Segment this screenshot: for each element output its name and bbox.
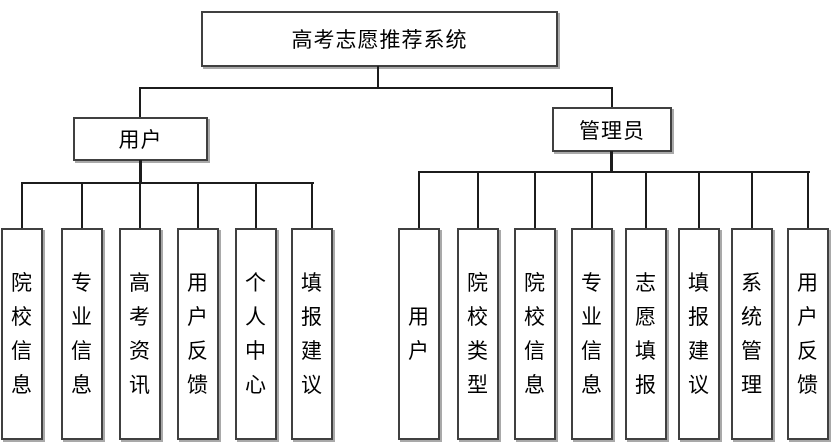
node-leaf-user-6-label: 填报建议 (301, 271, 323, 397)
connector-admin-stub-1 (418, 171, 420, 229)
connector-to-user (139, 87, 141, 118)
node-leaf-admin-5: 志愿填报 (625, 228, 667, 440)
connector-admin-stub-6 (698, 171, 700, 229)
node-leaf-admin-5-label: 志愿填报 (635, 271, 657, 397)
connector-tier1-bus (139, 87, 613, 89)
node-leaf-admin-3: 院校信息 (514, 228, 556, 440)
node-leaf-admin-7: 系统管理 (731, 228, 773, 440)
node-leaf-admin-2: 院校类型 (457, 228, 499, 440)
node-leaf-admin-1: 用户 (398, 228, 440, 440)
node-leaf-admin-8-label: 用户反馈 (797, 271, 819, 397)
connector-admin-stub-4 (591, 171, 593, 229)
connector-root-drop (377, 66, 379, 88)
connector-user-stub-3 (139, 182, 141, 229)
node-leaf-user-4: 用户反馈 (177, 228, 219, 440)
connector-admin-stub-8 (807, 171, 809, 229)
node-leaf-admin-6: 填报建议 (678, 228, 720, 440)
connector-admin-stub-2 (477, 171, 479, 229)
node-leaf-user-6: 填报建议 (291, 228, 333, 440)
node-leaf-admin-1-label: 用户 (408, 305, 430, 363)
connector-user-stub-5 (255, 182, 257, 229)
connector-user-bus (21, 182, 314, 184)
connector-admin-bus (418, 171, 810, 173)
connector-admin-stub-5 (645, 171, 647, 229)
node-leaf-user-3-label: 高考资讯 (129, 271, 151, 397)
node-leaf-user-1: 院校信息 (1, 228, 43, 440)
connector-user-stub-1 (21, 182, 23, 229)
node-branch-user-label: 用户 (118, 128, 163, 152)
connector-admin-stub-3 (534, 171, 536, 229)
connector-user-drop (139, 160, 142, 184)
node-leaf-admin-4-label: 专业信息 (581, 271, 603, 397)
node-leaf-admin-4: 专业信息 (571, 228, 613, 440)
connector-admin-stub-7 (751, 171, 753, 229)
connector-admin-drop (610, 151, 613, 173)
node-leaf-admin-3-label: 院校信息 (524, 271, 546, 397)
node-root-label: 高考志愿推荐系统 (291, 28, 468, 52)
node-leaf-user-2: 专业信息 (61, 228, 103, 440)
node-leaf-admin-6-label: 填报建议 (688, 271, 710, 397)
node-leaf-user-2-label: 专业信息 (71, 271, 93, 397)
connector-user-stub-2 (81, 182, 83, 229)
node-leaf-user-5: 个人中心 (235, 228, 277, 440)
node-leaf-user-5-label: 个人中心 (245, 271, 267, 397)
node-leaf-admin-7-label: 系统管理 (741, 271, 763, 397)
node-leaf-admin-2-label: 院校类型 (467, 271, 489, 397)
connector-to-admin (611, 87, 613, 108)
node-branch-admin: 管理员 (552, 107, 672, 152)
node-leaf-user-4-label: 用户反馈 (187, 271, 209, 397)
node-leaf-user-3: 高考资讯 (119, 228, 161, 440)
node-branch-user: 用户 (73, 117, 208, 161)
node-branch-admin-label: 管理员 (579, 118, 645, 143)
node-root: 高考志愿推荐系统 (201, 11, 558, 67)
node-leaf-admin-8: 用户反馈 (787, 228, 829, 440)
connector-user-stub-6 (311, 182, 313, 229)
node-leaf-user-1-label: 院校信息 (11, 271, 33, 397)
connector-user-stub-4 (197, 182, 199, 229)
